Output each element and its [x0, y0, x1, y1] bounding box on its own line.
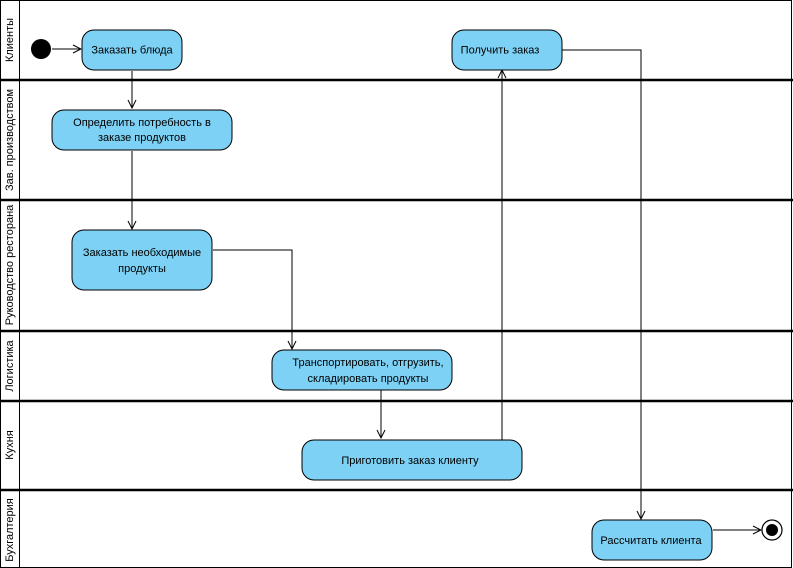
lane-label-accounting: Бухгалтерия: [4, 498, 16, 562]
activity-label: Получить заказ: [461, 45, 540, 57]
lane-label-management: Руководство ресторана: [4, 204, 16, 325]
svg-text:Рассчитать клиента: Рассчитать клиента: [600, 535, 702, 547]
svg-text:Заказать необходимые: Заказать необходимые: [83, 247, 201, 259]
activity-label-line: складировать продукты: [308, 373, 429, 385]
activity-receive-order: Получить заказ: [451, 29, 563, 71]
activity-label-line: Заказать необходимые: [83, 247, 201, 259]
activity-settle-client: Рассчитать клиента: [591, 519, 713, 561]
svg-text:складировать продукты: складировать продукты: [308, 373, 429, 385]
lane-label-logistics: Логистика: [4, 339, 16, 391]
activity-label: Заказать блюда: [91, 45, 173, 57]
activity-label-line: продукты: [118, 263, 166, 275]
lane-label-kitchen: Кухня: [4, 430, 16, 459]
start-node: [31, 39, 51, 59]
lane-label-clients: Клиенты: [4, 18, 16, 62]
activity-determine-needs: Определить потребность в заказе продукто…: [51, 109, 233, 151]
svg-text:Приготовить заказ клиенту: Приготовить заказ клиенту: [341, 455, 479, 467]
svg-text:заказе продуктов: заказе продуктов: [98, 132, 186, 144]
svg-text:Определить потребность в: Определить потребность в: [73, 117, 211, 129]
activity-label-line: Определить потребность в: [73, 117, 211, 129]
activity-label: Приготовить заказ клиенту: [341, 455, 479, 467]
svg-text:продукты: продукты: [118, 263, 166, 275]
end-node: [761, 519, 783, 541]
activity-label-line: Транспортировать, отгрузить,: [292, 357, 443, 369]
flow-edge: [562, 49, 641, 519]
svg-text:Получить заказ: Получить заказ: [461, 45, 540, 57]
activity-order-products: Заказать необходимые продукты: [71, 229, 213, 291]
activity-label: Рассчитать клиента: [600, 535, 702, 547]
activity-order-dishes: Заказать блюда: [81, 29, 183, 71]
flow-edge: [213, 249, 292, 349]
activity-transport-products: Транспортировать, отгрузить, складироват…: [271, 349, 453, 391]
svg-text:Транспортировать, отгрузить,: Транспортировать, отгрузить,: [292, 357, 443, 369]
lane-label-production: Зав. производством: [4, 89, 16, 191]
flow-edges: [52, 49, 761, 530]
svg-text:Заказать блюда: Заказать блюда: [91, 45, 173, 57]
activity-label-line: заказе продуктов: [98, 132, 186, 144]
activity-cook-order: Приготовить заказ клиенту: [301, 439, 523, 481]
